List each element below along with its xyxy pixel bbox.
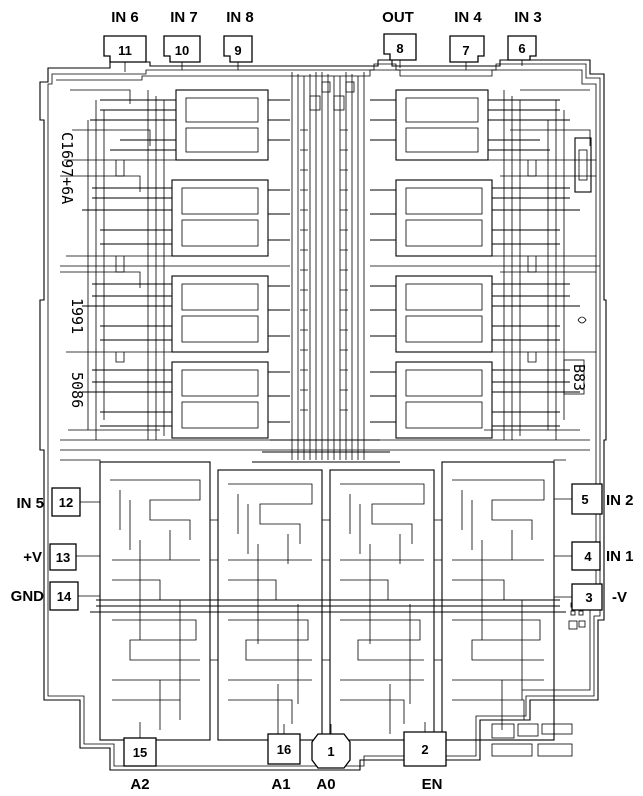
pad-10: 10 IN 7 [163, 9, 201, 63]
pad-9: 9 IN 8 [223, 9, 254, 63]
pin-number-15: 15 [133, 745, 147, 760]
code-mark: 5086 [68, 372, 86, 408]
pad-4: 4 IN 1 [571, 541, 634, 571]
left-switch-cells [60, 89, 290, 441]
pin-number-9: 9 [234, 43, 241, 58]
pin-number-1: 1 [327, 744, 334, 759]
year-mark: 1991 [68, 298, 86, 334]
switch-cell [60, 361, 290, 441]
right-pads: 5 IN 2 4 IN 1 3 -V [571, 483, 634, 611]
decoder-logic [60, 449, 590, 741]
switch-cell [60, 271, 290, 353]
corner-code-mark: B83 [570, 364, 588, 391]
pin-number-5: 5 [581, 492, 588, 507]
central-bus [252, 72, 400, 463]
pin-number-10: 10 [175, 43, 189, 58]
pin-number-16: 16 [277, 742, 291, 757]
pin-number-6: 6 [518, 41, 525, 56]
pin-number-8: 8 [396, 41, 403, 56]
pad-5: 5 IN 2 [571, 483, 634, 515]
pad-13: 13 +V [23, 543, 77, 571]
test-structures [491, 602, 586, 757]
die-outline [39, 59, 607, 771]
pin-label-12: IN 5 [16, 495, 44, 512]
part-code-mark: C1697+6A [58, 132, 76, 204]
switch-cell [370, 89, 596, 161]
pad-15: 15 A2 [123, 737, 157, 793]
left-pads: 12 IN 5 13 +V 14 GND [11, 487, 81, 611]
pin-number-7: 7 [462, 43, 469, 58]
pin-label-11: IN 6 [111, 9, 139, 26]
pin-label-2: EN [422, 776, 443, 793]
bottom-pads: 15 A2 16 A1 1 A0 2 EN [123, 731, 447, 793]
pin-label-3: -V [612, 589, 627, 606]
pin-label-14: GND [11, 588, 45, 605]
switch-cell [370, 271, 596, 353]
pin-label-6: IN 3 [514, 9, 542, 26]
pin-label-7: IN 4 [454, 9, 482, 26]
pad-3: 3 -V [571, 583, 627, 611]
pin-label-13: +V [23, 549, 42, 566]
switch-cell [370, 361, 590, 441]
pad-6: 6 IN 3 [507, 9, 542, 61]
pin-label-16: A1 [271, 776, 290, 793]
pin-number-3: 3 [585, 590, 592, 605]
pin-label-9: IN 8 [226, 9, 254, 26]
pad-1: 1 A0 [311, 733, 351, 793]
pin-number-4: 4 [584, 549, 592, 564]
pin-number-13: 13 [56, 550, 70, 565]
pad-7: 7 IN 4 [449, 9, 485, 63]
right-switch-cells [370, 89, 600, 441]
pin-number-12: 12 [59, 495, 73, 510]
switch-cell [64, 89, 290, 161]
top-pads: 11 IN 6 10 IN 7 9 IN 8 8 OUT 7 IN 4 6 IN… [103, 9, 542, 63]
capacitor-block [574, 137, 592, 193]
pad-connections [76, 60, 572, 738]
pad-16: 16 A1 [267, 733, 301, 793]
pin-label-15: A2 [130, 776, 149, 793]
pin-label-5: IN 2 [606, 492, 634, 509]
pad-2: 2 EN [403, 731, 447, 793]
switch-cell [370, 175, 600, 267]
pin-number-14: 14 [57, 589, 72, 604]
pin-number-11: 11 [118, 43, 132, 58]
pin-label-4: IN 1 [606, 548, 634, 565]
pin-label-10: IN 7 [170, 9, 198, 26]
pin-label-8: OUT [382, 9, 414, 26]
pad-14: 14 GND [11, 581, 79, 611]
die-markings: C1697+6A 1991 5086 B83 [58, 132, 588, 408]
pin-label-1: A0 [316, 776, 335, 793]
switch-cell [60, 175, 290, 267]
pad-8: 8 OUT [382, 9, 417, 61]
pad-11: 11 IN 6 [103, 9, 147, 63]
pad-12: 12 IN 5 [16, 487, 81, 517]
pin-number-2: 2 [421, 742, 428, 757]
